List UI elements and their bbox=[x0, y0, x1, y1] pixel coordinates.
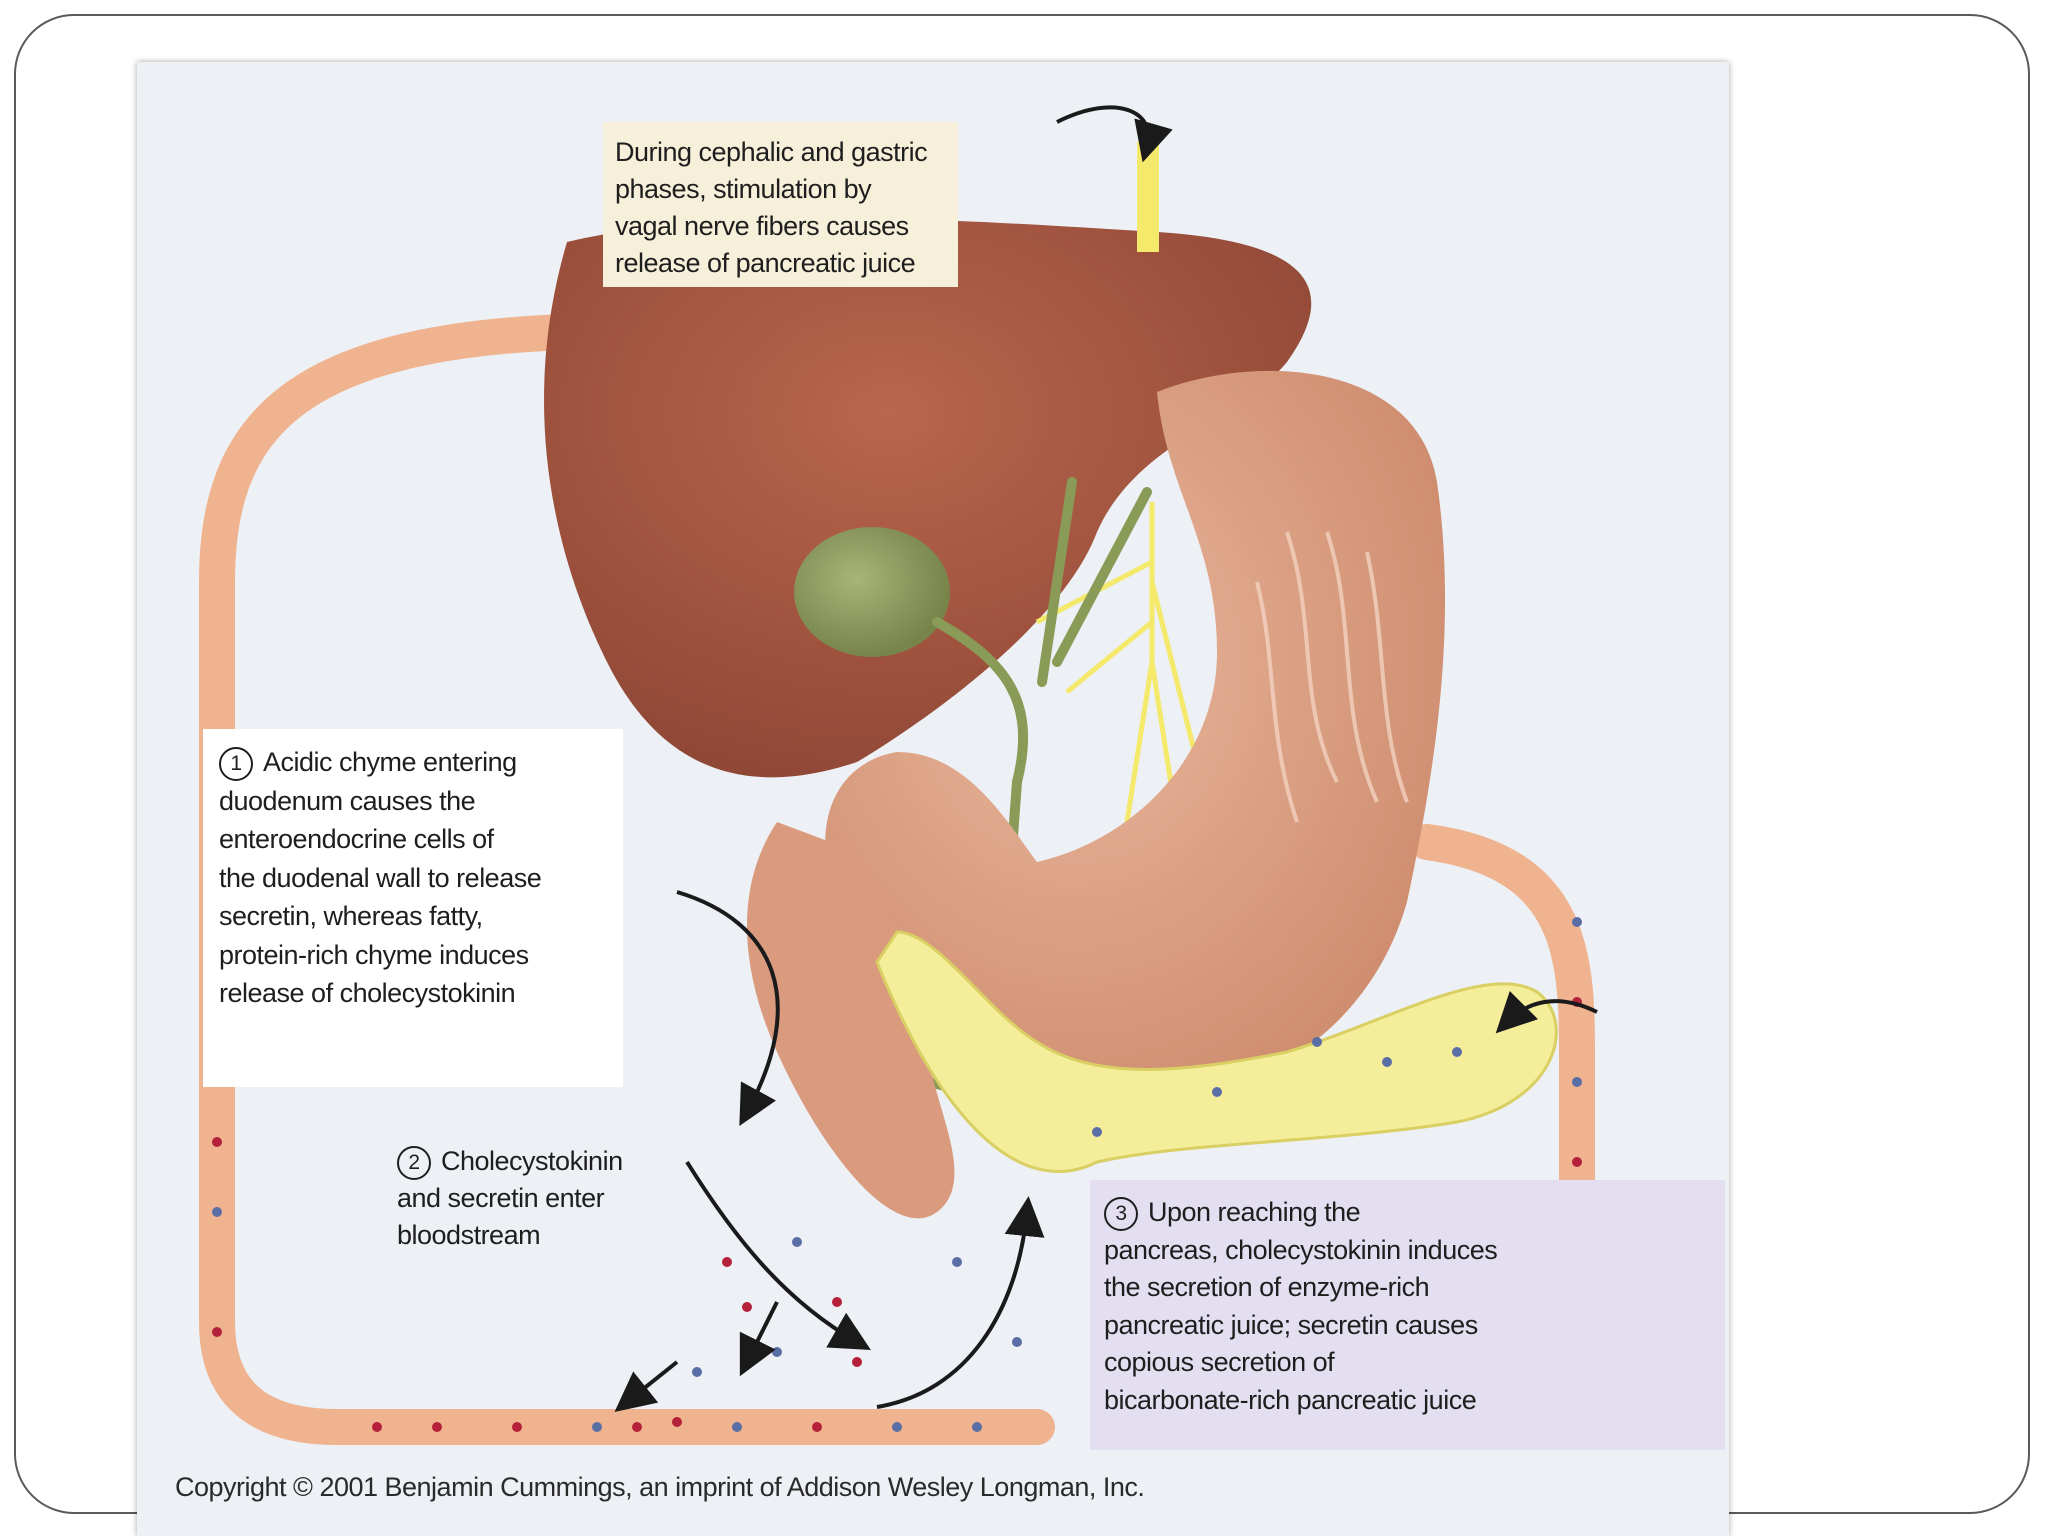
callout-step-1-line: protein-rich chyme induces bbox=[219, 939, 529, 970]
callout-step-1-line: duodenum causes the bbox=[219, 785, 476, 816]
callout-step-2: 2 Cholecystokinin and secretin enter bloo… bbox=[389, 1137, 709, 1267]
callout-step-2-line: bloodstream bbox=[397, 1220, 541, 1250]
vagal-nerve bbox=[1137, 142, 1159, 252]
duodenum bbox=[747, 822, 955, 1219]
callout-step-1-line: release of cholecystokinin bbox=[219, 978, 516, 1008]
hormone-dots bbox=[212, 917, 1582, 1432]
pancreas bbox=[875, 930, 1558, 1173]
callout-step-3-line: copious secretion of bbox=[1104, 1347, 1335, 1377]
callout-step-1-line: enteroendocrine cells of bbox=[219, 824, 494, 854]
callout-step-3-line: bicarbonate-rich pancreatic juice bbox=[1104, 1384, 1477, 1415]
callout-step-3-line: pancreas, cholecystokinin induces bbox=[1104, 1234, 1498, 1265]
callout-step-1-line: the duodenal wall to release bbox=[219, 862, 542, 893]
stomach bbox=[825, 370, 1446, 1103]
stomach-folds bbox=[1255, 531, 1409, 823]
callout-step-3: 3 Upon reaching the pancreas, cholecystok… bbox=[1090, 1180, 1725, 1450]
callout-vagal: During cephalic and gastric phases, stim… bbox=[603, 122, 958, 287]
step-number-2: 2 bbox=[397, 1146, 431, 1180]
callout-step-2-line: Cholecystokinin bbox=[441, 1146, 623, 1176]
step-number-1: 1 bbox=[219, 747, 253, 781]
callout-vagal-line: phases, stimulation by bbox=[615, 174, 872, 204]
callout-step-1-line: secretin, whereas fatty, bbox=[219, 901, 483, 931]
callout-step-3-line: Upon reaching the bbox=[1148, 1197, 1361, 1227]
callout-step-3-line: pancreatic juice; secretin causes bbox=[1104, 1309, 1478, 1340]
anatomy-illustration bbox=[199, 105, 1598, 1445]
arrows bbox=[614, 105, 1598, 1412]
gallbladder bbox=[794, 527, 950, 657]
callout-step-1: 1 Acidic chyme entering duodenum causes t… bbox=[203, 729, 623, 1087]
callout-vagal-line: release of pancreatic juice bbox=[615, 248, 916, 278]
callout-step-1-line: Acidic chyme entering bbox=[263, 747, 517, 777]
step-number-3: 3 bbox=[1104, 1197, 1138, 1231]
figure: During cephalic and gastric phases, stim… bbox=[137, 62, 1729, 1536]
callout-vagal-line: vagal nerve fibers causes bbox=[615, 211, 909, 241]
copyright-text: Copyright © 2001 Benjamin Cummings, an i… bbox=[175, 1472, 1145, 1502]
liver bbox=[544, 218, 1312, 778]
callout-step-3-line: the secretion of enzyme-rich bbox=[1104, 1272, 1430, 1302]
blood-vessel bbox=[199, 314, 1595, 1445]
callout-step-2-line: and secretin enter bbox=[397, 1183, 605, 1213]
callout-vagal-line: During cephalic and gastric bbox=[615, 137, 928, 167]
